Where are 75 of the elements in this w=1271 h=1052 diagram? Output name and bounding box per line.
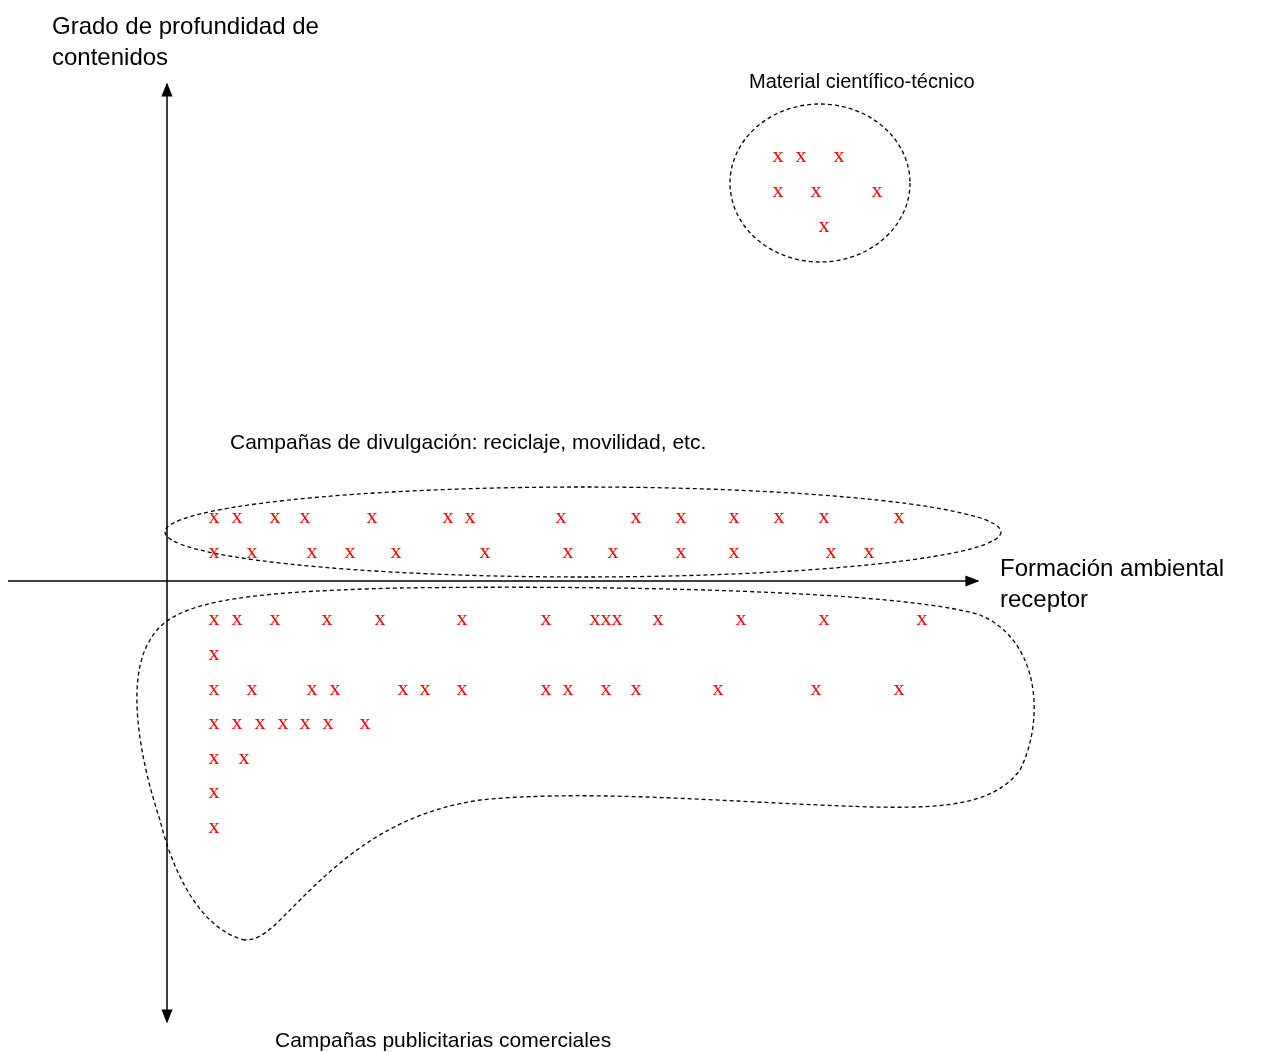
x-mark: x <box>208 746 220 768</box>
region-label: Material científico-técnico <box>749 70 975 93</box>
x-mark: x <box>540 677 552 699</box>
x-mark: x <box>208 711 220 733</box>
region-label: Campañas publicitarias comerciales <box>275 1028 612 1052</box>
region-label: Campañas de divulgación: reciclaje, movilidad, etc. <box>230 430 707 454</box>
x-mark: x <box>916 607 928 629</box>
x-mark: x <box>329 677 341 699</box>
x-mark: x <box>735 607 747 629</box>
x-mark: x <box>772 144 784 166</box>
x-mark: x <box>231 505 243 527</box>
x-mark: x <box>322 711 334 733</box>
x-mark: x <box>246 677 258 699</box>
x-mark: x <box>208 815 220 837</box>
x-mark: x <box>810 677 822 699</box>
x-mark: x <box>254 711 266 733</box>
x-mark: x <box>607 540 619 562</box>
x-mark: x <box>299 505 311 527</box>
x-mark: x <box>728 540 740 562</box>
x-mark: x <box>555 505 567 527</box>
x-mark: x <box>456 677 468 699</box>
x-mark: x <box>871 179 883 201</box>
x-mark: x <box>277 711 289 733</box>
x-mark: x <box>712 677 724 699</box>
x-mark: x <box>464 505 476 527</box>
x-mark: x <box>562 540 574 562</box>
x-mark: x <box>818 505 830 527</box>
x-mark: x <box>675 505 687 527</box>
x-mark: x <box>208 677 220 699</box>
x-mark: x <box>562 677 574 699</box>
x-mark: x <box>456 607 468 629</box>
axis-label: Formación ambiental receptor <box>1000 553 1226 614</box>
x-mark: x <box>773 505 785 527</box>
x-mark: x <box>442 505 454 527</box>
x-mark: x <box>600 677 612 699</box>
x-mark: x <box>795 144 807 166</box>
x-mark: x <box>208 505 220 527</box>
x-mark: x <box>652 607 664 629</box>
x-mark: x <box>893 677 905 699</box>
x-mark: x <box>269 505 281 527</box>
x-mark: x <box>344 540 356 562</box>
x-mark: x <box>833 144 845 166</box>
x-mark: x <box>208 607 220 629</box>
x-mark: x <box>818 214 830 236</box>
x-mark: x <box>208 642 220 664</box>
axis-label: Grado de profundidad de contenidos <box>52 11 320 72</box>
x-mark: x <box>366 505 378 527</box>
x-mark: x <box>299 711 311 733</box>
x-mark: x <box>675 540 687 562</box>
x-mark: x <box>419 677 431 699</box>
x-mark: x <box>630 677 642 699</box>
x-mark: x <box>246 540 258 562</box>
x-mark: x <box>269 607 281 629</box>
x-mark: x <box>238 746 250 768</box>
x-mark: x <box>208 780 220 802</box>
x-mark: x <box>630 505 642 527</box>
x-mark: x <box>390 540 402 562</box>
x-mark: x <box>728 505 740 527</box>
x-mark: x <box>306 677 318 699</box>
x-mark: xxx <box>589 607 623 629</box>
x-mark: x <box>818 607 830 629</box>
x-mark: x <box>825 540 837 562</box>
x-mark: x <box>772 179 784 201</box>
x-mark: x <box>863 540 875 562</box>
x-mark: x <box>479 540 491 562</box>
x-mark: x <box>540 607 552 629</box>
x-mark: x <box>306 540 318 562</box>
x-mark: x <box>374 607 386 629</box>
x-mark: x <box>231 711 243 733</box>
x-mark: x <box>810 179 822 201</box>
x-mark: x <box>231 607 243 629</box>
x-mark: x <box>359 711 371 733</box>
x-mark: x <box>397 677 409 699</box>
x-mark: x <box>321 607 333 629</box>
x-mark: x <box>893 505 905 527</box>
